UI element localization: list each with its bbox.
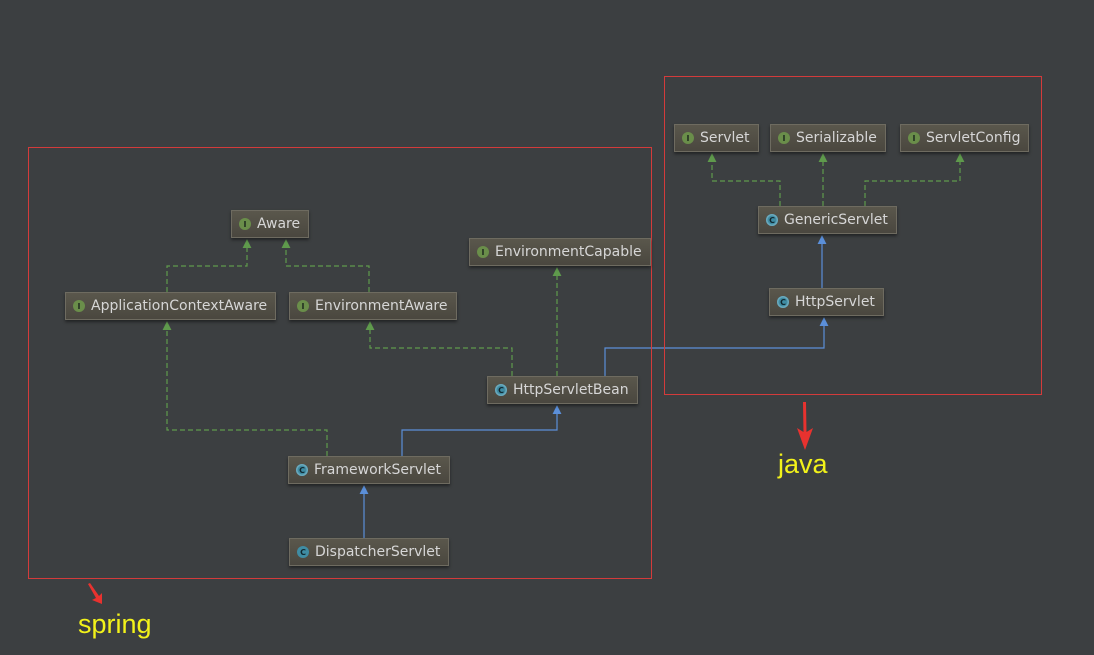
relation-application-context-aware-to-aware [166,239,252,292]
node-label: HttpServlet [795,294,875,310]
abstract-class-icon: C [296,464,308,476]
spring-group-frame [28,147,652,579]
node-label: EnvironmentCapable [495,244,642,260]
node-label: HttpServletBean [513,382,629,398]
node-generic-servlet[interactable]: C GenericServlet [758,206,897,234]
node-servlet[interactable]: I Servlet [674,124,759,152]
relation-generic-servlet-to-servlet [707,153,781,206]
interface-icon: I [297,300,309,312]
node-label: Serializable [796,130,877,146]
java-group-frame [664,76,1042,395]
interface-icon: I [239,218,251,230]
node-aware[interactable]: I Aware [231,210,310,238]
relation-generic-servlet-to-servlet-config [864,153,965,206]
node-label: EnvironmentAware [315,298,448,314]
node-framework-servlet[interactable]: C FrameworkServlet [288,456,451,484]
class-icon: C [297,546,309,558]
node-environment-aware[interactable]: I EnvironmentAware [289,292,457,320]
abstract-class-icon: C [766,214,778,226]
relation-framework-servlet-to-http-servlet-bean [401,405,562,456]
interface-icon: I [908,132,920,144]
node-http-servlet[interactable]: C HttpServlet [769,288,884,316]
node-http-servlet-bean[interactable]: C HttpServletBean [487,376,638,404]
interface-icon: I [73,300,85,312]
interface-icon: I [778,132,790,144]
relation-environment-aware-to-aware [281,239,370,292]
node-servlet-config[interactable]: I ServletConfig [900,124,1030,152]
abstract-class-icon: C [777,296,789,308]
node-application-context-aware[interactable]: I ApplicationContextAware [65,292,277,320]
node-label: Aware [257,216,301,232]
interface-icon: I [477,246,489,258]
node-dispatcher-servlet[interactable]: C DispatcherServlet [289,538,450,566]
interface-icon: I [682,132,694,144]
node-label: ServletConfig [926,130,1021,146]
relation-http-servlet-bean-to-environment-aware [365,321,513,376]
spring-pointer-arrow [88,583,102,604]
node-environment-capable[interactable]: I EnvironmentCapable [469,238,651,266]
node-label: GenericServlet [784,212,888,228]
java-pointer-arrow [797,402,813,450]
abstract-class-icon: C [495,384,507,396]
relation-framework-servlet-to-application-context-aware [162,321,328,456]
node-label: FrameworkServlet [314,462,442,478]
node-label: ApplicationContextAware [91,298,268,314]
spring-group-label: spring [78,609,152,639]
node-label: DispatcherServlet [315,544,441,560]
node-serializable[interactable]: I Serializable [770,124,886,152]
java-group-label: java [778,449,828,479]
node-label: Servlet [700,130,750,146]
relation-http-servlet-bean-to-http-servlet [604,317,829,376]
